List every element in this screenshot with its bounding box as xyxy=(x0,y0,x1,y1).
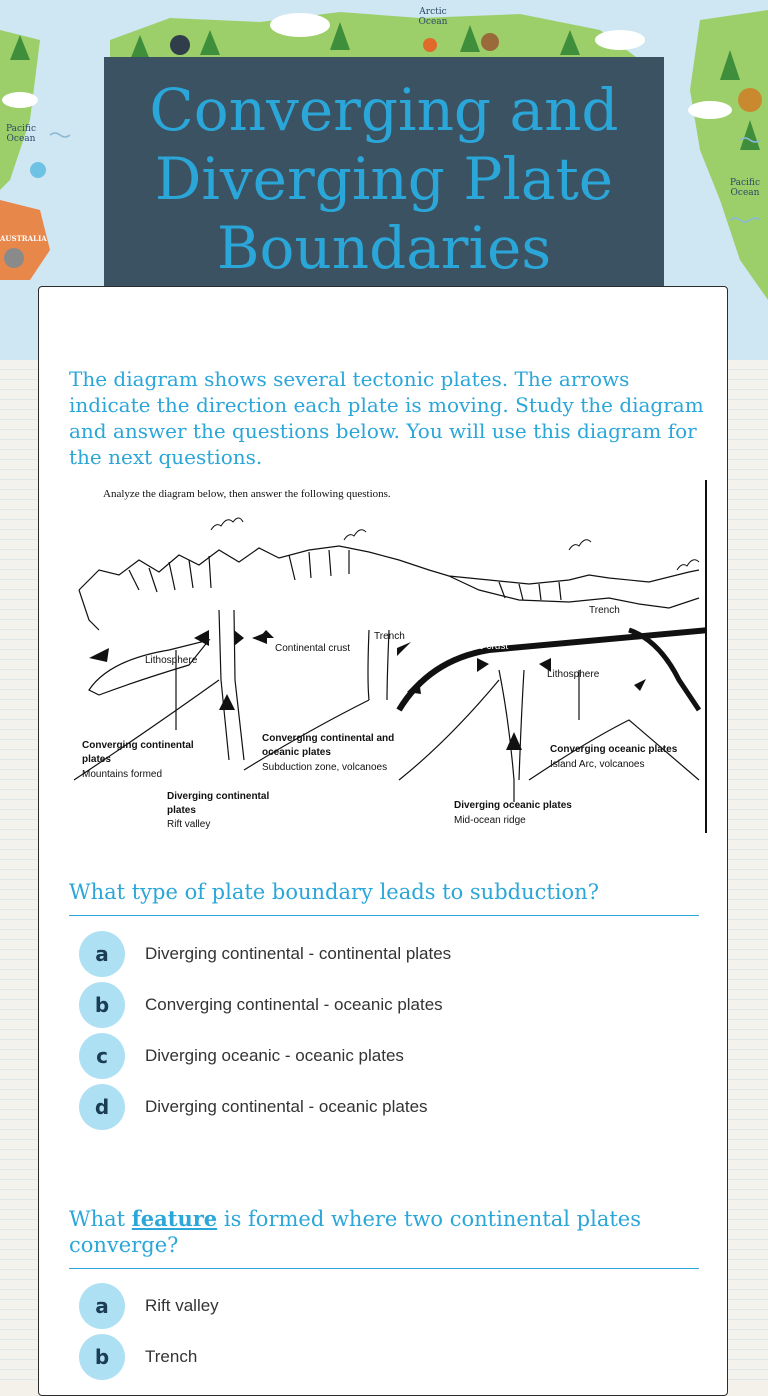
label-div-cont-title-2: plates xyxy=(167,805,196,816)
question-2-text-after: is formed where two continental plates c… xyxy=(69,1207,641,1257)
arctic-ocean-label: Arctic Ocean xyxy=(418,7,448,27)
option-letter-badge: b xyxy=(79,1334,125,1380)
option-text: Diverging continental - continental plat… xyxy=(145,944,452,963)
pacific-ocean-label-right: Pacific Ocean xyxy=(730,178,760,198)
label-conv-cont-title-1: Converging continental xyxy=(82,740,194,751)
question-2-text: What feature is formed where two contine… xyxy=(69,1206,699,1258)
option-letter-badge: b xyxy=(79,982,125,1028)
option-text: Converging continental - oceanic plates xyxy=(145,995,443,1014)
option-letter-badge: c xyxy=(79,1033,125,1079)
label-conv-co-sub: Subduction zone, volcanoes xyxy=(262,762,388,773)
diagram-instruction: Analyze the diagram below, then answer t… xyxy=(103,488,391,500)
question-2-option-a[interactable]: a Rift valley xyxy=(79,1283,679,1329)
label-conv-co-title-1: Converging continental and xyxy=(262,733,395,744)
page-title: Converging and Diverging Plate Boundarie… xyxy=(149,76,619,282)
label-div-cont-title-1: Diverging continental xyxy=(167,791,270,802)
question-1-option-a[interactable]: a Diverging continental - continental pl… xyxy=(79,931,679,977)
australia-label: AUSTRALIA xyxy=(0,234,47,243)
option-letter-badge: d xyxy=(79,1084,125,1130)
question-2-divider xyxy=(69,1268,699,1269)
question-1-text: What type of plate boundary leads to sub… xyxy=(69,880,599,904)
label-trench-1: Trench xyxy=(374,631,405,642)
label-conv-co-title-2: oceanic plates xyxy=(262,747,331,758)
plate-boundaries-diagram: Analyze the diagram below, then answer t… xyxy=(69,480,707,833)
option-letter-badge: a xyxy=(79,1283,125,1329)
option-text: Trench xyxy=(145,1347,198,1366)
label-div-cont-sub: Rift valley xyxy=(167,819,211,830)
label-lithosphere-right: Lithosphere xyxy=(547,669,600,680)
label-conv-cont-sub: Mountains formed xyxy=(82,769,163,780)
option-text: Diverging oceanic - oceanic plates xyxy=(145,1046,404,1065)
question-1-divider xyxy=(69,915,699,916)
worksheet-card xyxy=(38,286,728,1396)
label-conv-cont-title-2: plates xyxy=(82,754,111,765)
label-div-oce-title: Diverging oceanic plates xyxy=(454,800,572,811)
option-letter-badge: a xyxy=(79,931,125,977)
title-box xyxy=(104,57,664,297)
question-1-option-d[interactable]: d Diverging continental - oceanic plates xyxy=(79,1084,679,1130)
pacific-ocean-label-left: Pacific Ocean xyxy=(6,124,36,144)
feature-link[interactable]: feature xyxy=(131,1206,218,1231)
question-1-option-c[interactable]: c Diverging oceanic - oceanic plates xyxy=(79,1033,679,1079)
label-lithosphere-left: Lithosphere xyxy=(145,655,198,666)
option-text: Rift valley xyxy=(145,1296,219,1315)
diagram-border xyxy=(705,480,707,833)
question-2-option-b[interactable]: b Trench xyxy=(79,1334,679,1380)
question-1-option-b[interactable]: b Converging continental - oceanic plate… xyxy=(79,982,679,1028)
label-div-oce-sub: Mid-ocean ridge xyxy=(454,815,526,826)
label-oceanic-crust: Oceanic crust xyxy=(447,641,509,652)
option-text: Diverging continental - oceanic plates xyxy=(145,1097,428,1116)
label-conv-oce-title: Converging oceanic plates xyxy=(550,744,678,755)
label-conv-oce-sub: Island Arc, volcanoes xyxy=(550,759,645,770)
label-continental-crust: Continental crust xyxy=(275,643,351,654)
label-trench-2: Trench xyxy=(589,605,620,616)
plate-cross-section xyxy=(73,517,705,802)
intro-text: The diagram shows several tectonic plate… xyxy=(69,367,704,469)
question-2-text-before: What xyxy=(69,1207,126,1231)
